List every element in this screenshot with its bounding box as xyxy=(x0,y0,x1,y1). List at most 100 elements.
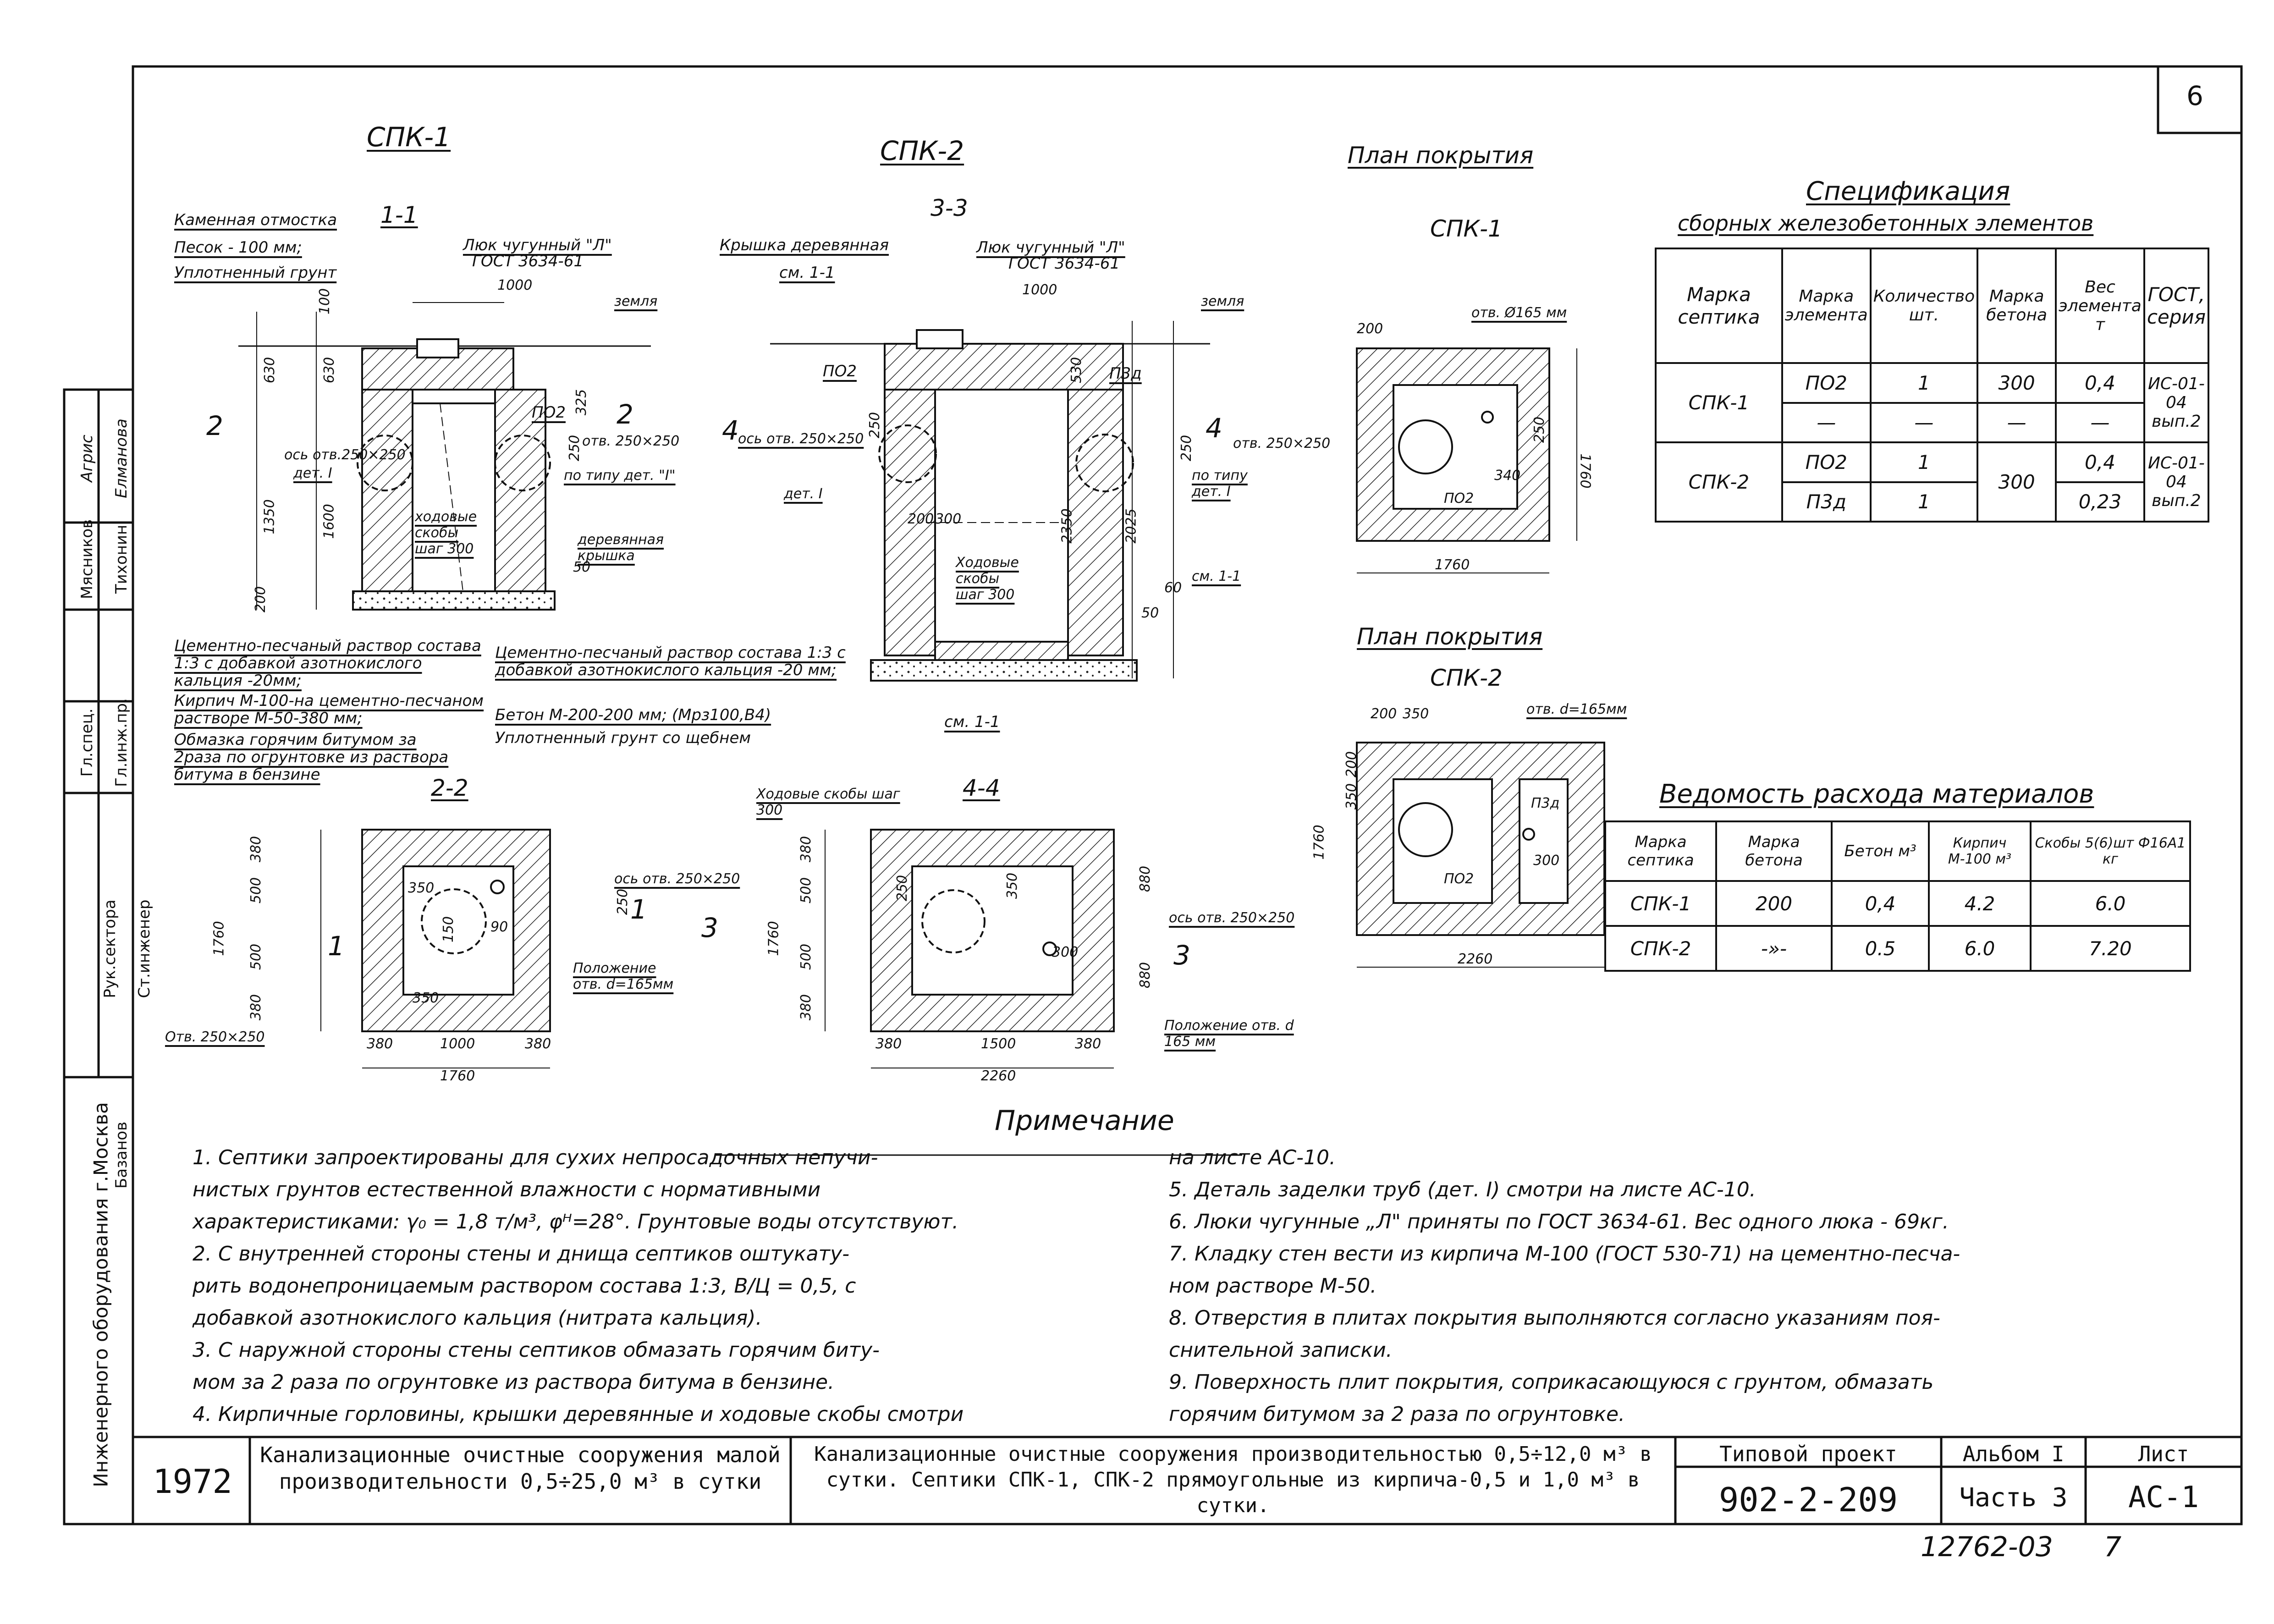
spk2-dim-200: 200 xyxy=(908,511,934,527)
s44-cut-mark-right: 3 xyxy=(1173,940,1190,971)
plan-spk2-dim-2260: 2260 xyxy=(1458,951,1493,967)
spk2-callout-8: дет. I xyxy=(784,486,823,502)
s22-callout-1: Положение отв. d=165мм xyxy=(573,960,674,992)
spk2-callout-5: П3д xyxy=(1109,364,1142,383)
spec-subtitle: сборных железобетонных элементов xyxy=(1678,211,2094,236)
spk1-dim-50: 50 xyxy=(573,559,591,575)
spec-cell: 1 xyxy=(1869,441,1979,483)
s44-dim-380c: 380 xyxy=(875,1036,902,1052)
spk2-callout-6: ось отв. 250×250 xyxy=(738,431,864,447)
spk2-dim-250a: 250 xyxy=(867,412,883,439)
side-stamp-role: Рук.сектора xyxy=(101,899,119,998)
title-block-year: 1972 xyxy=(153,1462,232,1501)
spk1-dim-630a: 630 xyxy=(262,357,278,384)
spec-cell: — xyxy=(1781,402,1872,443)
s22-dim-90: 90 xyxy=(490,919,508,935)
plan-spk2-po2: ПО2 xyxy=(1444,871,1474,887)
spk2-dim-60: 60 xyxy=(1164,580,1182,596)
side-stamp-name: Агрис xyxy=(78,435,96,482)
spk2-section xyxy=(770,321,1210,682)
spk1-callout-5: ПО2 xyxy=(532,403,566,422)
plan-spk1-subtitle: СПК-1 xyxy=(1430,215,1503,242)
s44-cut-mark-left: 3 xyxy=(701,912,718,943)
mat-header: Бетон м³ xyxy=(1831,820,1930,882)
mat-cell: 200 xyxy=(1715,880,1833,927)
spk2-dim-250b: 250 xyxy=(1178,435,1195,462)
title-block-album-label: Альбом I xyxy=(1962,1442,2065,1466)
side-stamp-name: Елманова xyxy=(112,418,131,498)
copy-number: 7 xyxy=(2104,1531,2122,1563)
sheet-number-box xyxy=(2157,65,2243,134)
s44-dim-1760v: 1760 xyxy=(765,921,782,956)
s22-dim-380b: 380 xyxy=(248,994,264,1021)
plan-spk1-title: План покрытия xyxy=(1348,142,1534,169)
note-line: снительной записки. xyxy=(1169,1338,1393,1362)
title-block-project: Канализационные очистные сооружения мало… xyxy=(260,1442,781,1494)
materials-title: Ведомость расхода материалов xyxy=(1659,779,2094,809)
plan-spk2-dim-200b: 200 xyxy=(1343,751,1360,778)
spk1-dim-250: 250 xyxy=(567,435,583,462)
s22-callout-0: ось отв. 250×250 xyxy=(614,871,740,887)
spec-cell: 300 xyxy=(1977,362,2057,404)
spk2-callout-4: ПО2 xyxy=(823,362,857,380)
spk2-callout-2: ГОСТ 3634-61 xyxy=(1008,254,1120,273)
spk1-callout-1: Песок - 100 мм; xyxy=(174,238,302,257)
spk1-section xyxy=(238,302,651,611)
section-2-2-title: 2-2 xyxy=(431,775,468,801)
plan-spk1-po2: ПО2 xyxy=(1444,490,1474,506)
note-line: 1. Септики запроектированы для сухих неп… xyxy=(193,1146,878,1169)
spk2-section-title: 3-3 xyxy=(931,195,968,221)
spec-cell: 0,23 xyxy=(2055,481,2145,523)
spk1-note-0: Цементно-песчаный раствор состава 1:3 с … xyxy=(174,637,481,690)
s22-dim-350b: 350 xyxy=(413,990,439,1006)
s22-dim-1760h: 1760 xyxy=(440,1068,475,1084)
plan-spk2-dim-350a: 350 xyxy=(1403,706,1429,722)
note-line: ном растворе М-50. xyxy=(1169,1274,1377,1298)
mat-header: Марка септика xyxy=(1604,820,1717,882)
s22-dim-1760v: 1760 xyxy=(211,921,227,956)
mat-cell: -»- xyxy=(1715,925,1833,972)
s44-dim-880a: 880 xyxy=(1137,865,1154,892)
spk1-section-title: 1-1 xyxy=(380,202,418,228)
spec-header: Вес элемента т xyxy=(2055,248,2145,364)
plan-spk1-dim-1760v: 1760 xyxy=(1577,453,1593,489)
spk1-callout-11: деревянная крышка xyxy=(578,532,664,564)
mat-header: Марка бетона xyxy=(1715,820,1833,882)
s22-dim-250: 250 xyxy=(615,888,631,915)
side-stamp-role: Гл.инж.пр. xyxy=(112,698,131,787)
s44-dim-300: 300 xyxy=(1052,944,1079,960)
note-line: 4. Кирпичные горловины, крышки деревянны… xyxy=(193,1403,964,1426)
spk2-note-3: см. 1-1 xyxy=(944,713,1000,731)
spk1-dim-325: 325 xyxy=(573,389,590,416)
spk1-cut-mark-right: 2 xyxy=(617,399,633,430)
spk1-dim-200: 200 xyxy=(253,586,269,613)
s22-dim-380c: 380 xyxy=(367,1036,393,1052)
spec-cell: — xyxy=(2055,402,2145,443)
spk1-note-2: Обмазка горячим битумом за 2раза по огру… xyxy=(174,731,449,784)
plan-spk2-subtitle: СПК-2 xyxy=(1430,665,1503,691)
plan-spk1-dim-340: 340 xyxy=(1494,468,1521,484)
note-line: нистых грунтов естественной влажности с … xyxy=(193,1178,821,1201)
mat-cell: 0.5 xyxy=(1831,925,1930,972)
spec-cell: 0,4 xyxy=(2055,441,2145,483)
spk1-dim-1350: 1350 xyxy=(261,499,278,534)
s22-cut-mark-right: 1 xyxy=(630,894,647,925)
spec-cell: 300 xyxy=(1977,441,2057,523)
note-line: добавкой азотнокислого кальция (нитрата … xyxy=(193,1306,762,1330)
s44-callout-0: Ходовые скобы шаг 300 xyxy=(756,786,900,818)
s44-dim-380b: 380 xyxy=(798,994,815,1021)
s22-dim-380d: 380 xyxy=(525,1036,551,1052)
notes-title: Примечание xyxy=(995,1105,1174,1137)
spec-header: ГОСТ, серия xyxy=(2143,248,2210,364)
spk1-callout-9: по типу дет. "I" xyxy=(564,468,676,484)
s44-dim-250: 250 xyxy=(894,875,911,902)
spk2-cut-mark-right: 4 xyxy=(1206,413,1222,444)
spk2-callout-0: Крышка деревянная xyxy=(720,236,889,254)
s22-dim-500b: 500 xyxy=(248,943,264,970)
mat-cell: 6.0 xyxy=(2030,880,2191,927)
spk2-callout-11: см. 1-1 xyxy=(1192,568,1241,584)
spk1-callout-7: дет. I xyxy=(293,465,332,481)
side-stamp-org: Инженерного оборудования г.Москва xyxy=(89,1102,112,1487)
spk2-note-2: Уплотненный грунт со щебнем xyxy=(495,729,751,747)
